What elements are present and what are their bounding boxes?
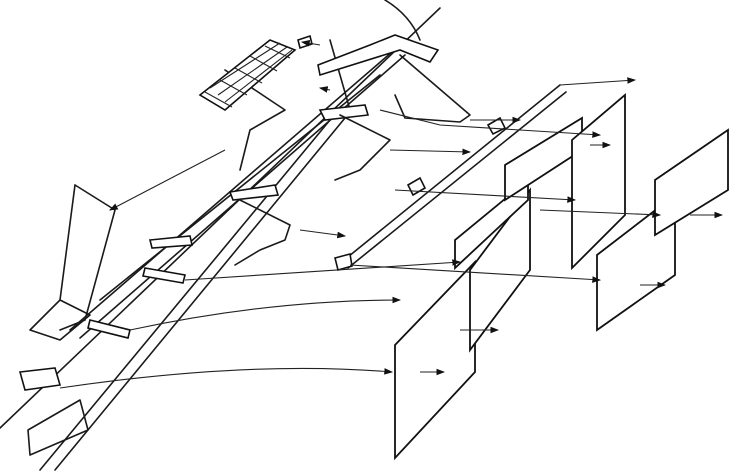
mesh-grille (198, 39, 297, 111)
side-panels (394, 93, 729, 461)
panel-1 (394, 259, 476, 461)
panel-4 (504, 116, 583, 202)
support-brackets (18, 34, 471, 391)
assembly-arrows (59, 40, 724, 389)
panel-5 (571, 93, 626, 271)
panel-2 (469, 187, 531, 353)
panel-7 (654, 128, 729, 237)
